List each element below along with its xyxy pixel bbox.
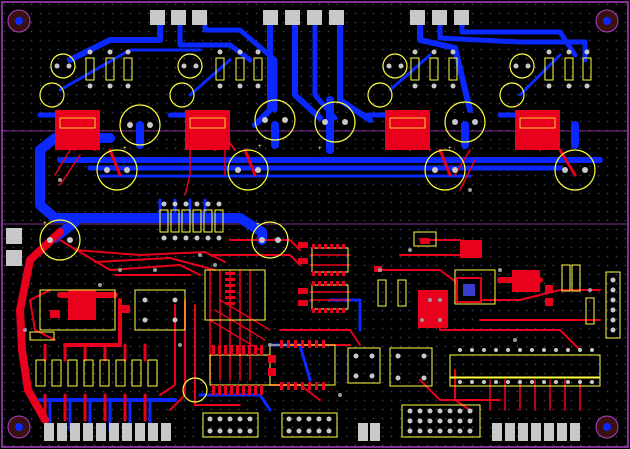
pin-1-marker: +: [123, 145, 127, 152]
via-icon: [213, 263, 217, 267]
via-icon: [378, 268, 382, 272]
ic-pin-rows: [142, 297, 594, 384]
via-icon: [178, 343, 182, 347]
pin-1-marker: +: [318, 145, 322, 152]
via-icon: [98, 283, 102, 287]
ic-block: [185, 110, 230, 150]
via-icon: [588, 288, 592, 292]
mounting-hole-icon: [595, 9, 619, 33]
via-icon: [198, 253, 202, 257]
pin-1-marker: +: [256, 221, 260, 228]
amplifier-ic-blocks: [55, 110, 560, 328]
ic-block: [515, 110, 560, 150]
pin-1-marker: +: [448, 145, 452, 152]
via-icon: [468, 188, 472, 192]
header-left-edge: [6, 228, 22, 266]
header-top-left: [150, 10, 207, 25]
sip-header-right: [605, 271, 621, 339]
mounting-hole-icon: [595, 415, 619, 439]
idc-connector-3: [401, 404, 481, 438]
pin-1-marker: +: [258, 143, 262, 150]
via-icon: [268, 343, 272, 347]
vias: [23, 178, 592, 397]
qfp-chip: [456, 277, 482, 303]
resistors: [29, 57, 595, 387]
header-top-mid: [263, 10, 344, 25]
ic-block: [55, 110, 100, 150]
ic-block: [512, 270, 540, 292]
via-icon: [338, 393, 342, 397]
header-bottom-mid: [358, 423, 380, 441]
via-icon: [118, 268, 122, 272]
via-icon: [428, 298, 432, 302]
via-icon: [153, 268, 157, 272]
bottom-copper-traces: [35, 15, 603, 432]
ic-block: [68, 290, 96, 320]
ic-block: [460, 240, 482, 258]
smd-pads: [50, 238, 553, 395]
via-icon: [23, 328, 27, 332]
ic-block: [385, 110, 430, 150]
via-icon: [438, 298, 442, 302]
idc-connector-2: [281, 412, 338, 438]
pin-1-marker: +: [43, 220, 47, 227]
ic-footprints: [39, 231, 601, 387]
header-bottom-left: [44, 423, 171, 441]
resistor-pads: [87, 49, 590, 241]
ic-block: [418, 290, 448, 328]
via-icon: [498, 268, 502, 272]
mounting-hole-icon: [7, 415, 31, 439]
polarity-markers: + + + + + +: [43, 143, 452, 228]
via-icon: [408, 248, 412, 252]
via-icon: [438, 318, 442, 322]
mounting-holes: [7, 9, 619, 439]
capacitor-pads: [47, 63, 588, 243]
electrolytic-capacitors: [39, 53, 596, 403]
via-icon: [420, 318, 424, 322]
header-top-right: [410, 10, 469, 25]
pin-headers: [6, 10, 621, 441]
via-icon: [58, 178, 62, 182]
header-bottom-right: [492, 423, 580, 441]
mounting-hole-icon: [7, 9, 31, 33]
idc-connector-1: [202, 412, 259, 438]
via-icon: [513, 338, 517, 342]
